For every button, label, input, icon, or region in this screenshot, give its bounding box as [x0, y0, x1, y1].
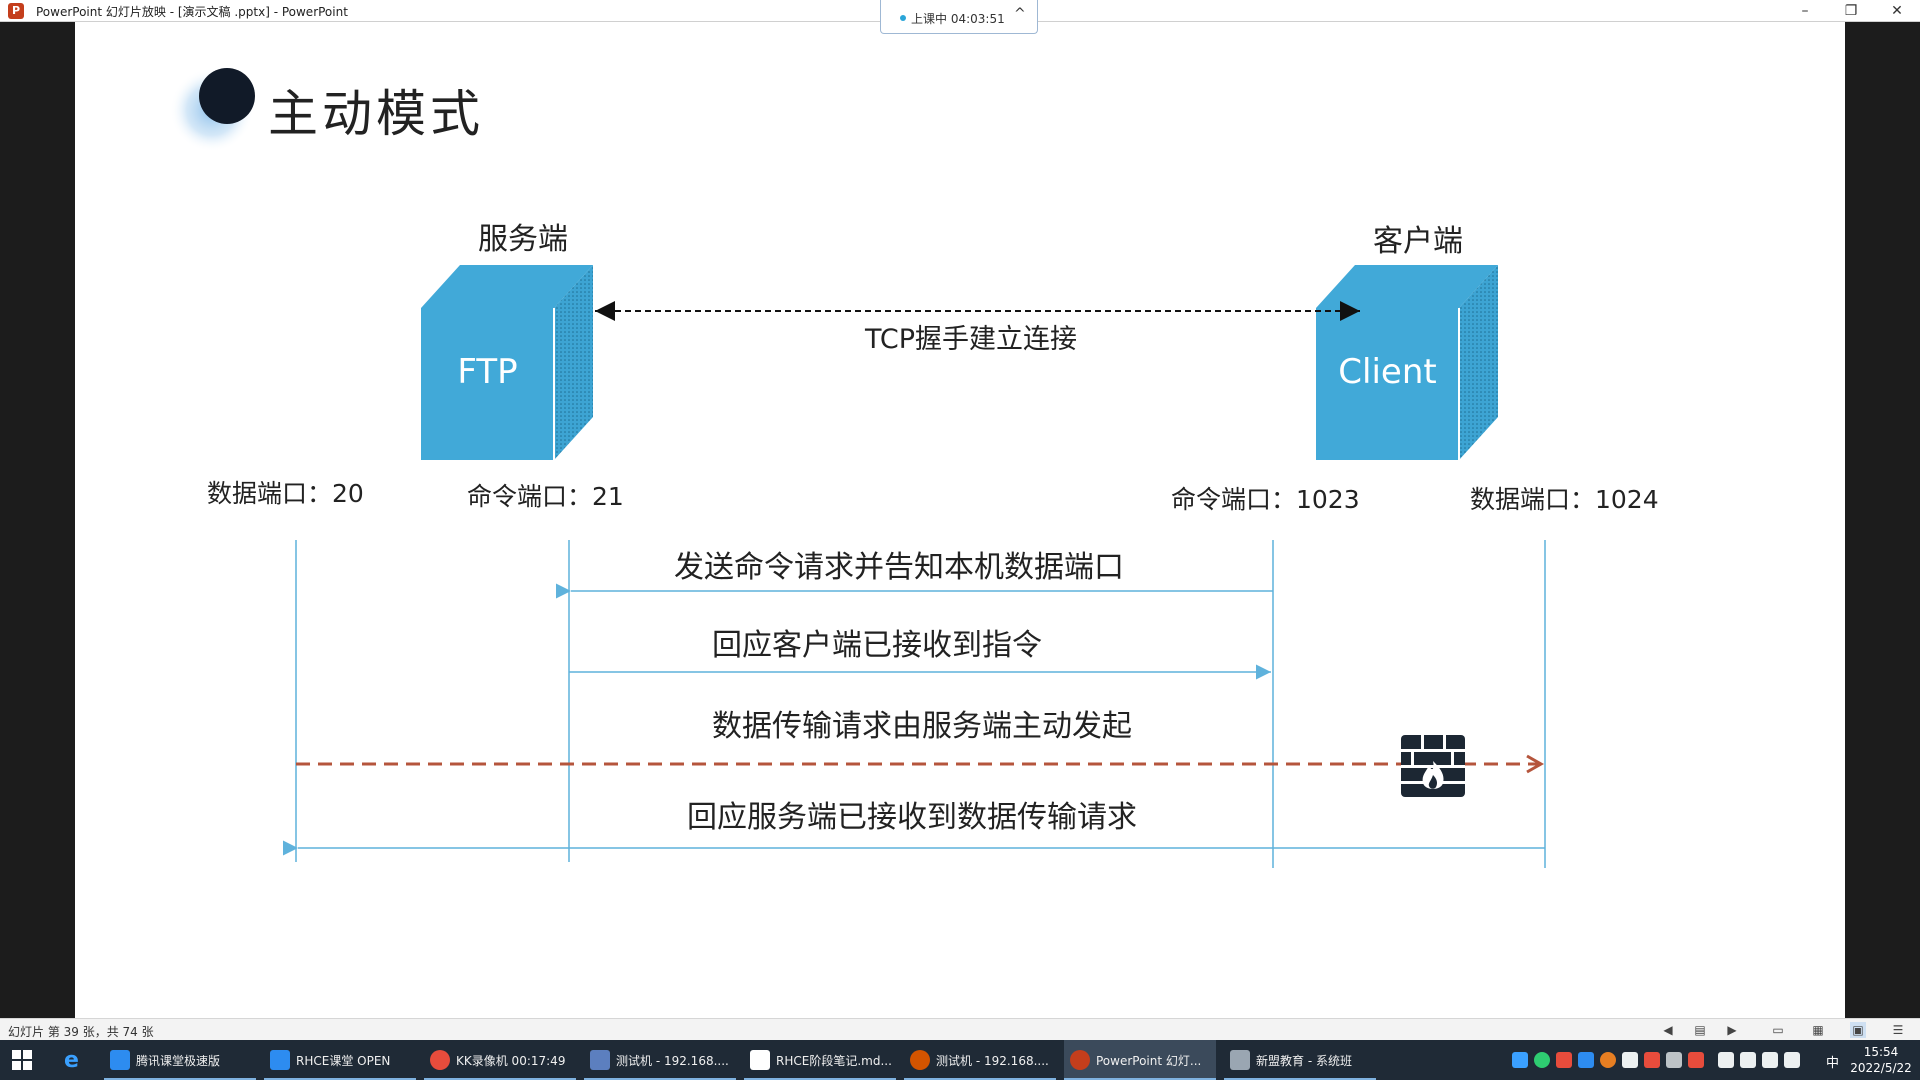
slide-menu-icon[interactable]: ▤: [1694, 1023, 1706, 1037]
server-data-port: 数据端口：20: [207, 479, 364, 508]
running-indicator: [1224, 1078, 1376, 1080]
slide-title: 主动模式: [268, 85, 484, 143]
live-status-pill[interactable]: 上课中 04:03:51 ^: [880, 0, 1038, 34]
taskbar-item-xinmeng[interactable]: 新盟教育 - 系统班: [1224, 1040, 1376, 1080]
normal-view-icon[interactable]: ▭: [1772, 1023, 1784, 1037]
message-cmd-ack: 回应客户端已接收到指令: [712, 628, 1042, 663]
running-indicator: [104, 1078, 256, 1080]
ftp-box-label: FTP: [457, 352, 518, 392]
restore-button[interactable]: ❐: [1844, 3, 1858, 19]
taskbar-item-typora[interactable]: RHCE阶段笔记.md...: [744, 1040, 896, 1080]
ftp-server-cube: [421, 265, 593, 460]
minimize-button[interactable]: –: [1801, 3, 1809, 19]
taskbar-item-powerpoint[interactable]: PowerPoint 幻灯...: [1064, 1040, 1216, 1080]
start-button[interactable]: [0, 1040, 44, 1080]
taskbar-item-tencent[interactable]: 腾讯课堂极速版: [104, 1040, 256, 1080]
windows-icon: [12, 1050, 32, 1070]
chevron-up-icon[interactable]: ^: [1014, 6, 1026, 22]
firewall-icon: [1401, 735, 1465, 797]
battery-tray-icon[interactable]: [1718, 1052, 1734, 1068]
message-data-request: 数据传输请求由服务端主动发起: [712, 709, 1132, 744]
kk-recorder-icon: [430, 1050, 450, 1070]
vmware-icon: [590, 1050, 610, 1070]
document-icon: [1230, 1050, 1250, 1070]
handshake-label: TCP握手建立连接: [865, 324, 1078, 355]
flag-tray-icon[interactable]: [1688, 1052, 1704, 1068]
taskbar-item-label: 新盟教育 - 系统班: [1256, 1054, 1352, 1068]
network-tray-icon[interactable]: [1666, 1052, 1682, 1068]
client-label: 客户端: [1373, 224, 1463, 259]
clock-date: 2022/5/22: [1850, 1061, 1912, 1075]
message-data-ack: 回应服务端已接收到数据传输请求: [687, 800, 1137, 835]
running-indicator: [904, 1078, 1056, 1080]
live-status-text: 上课中 04:03:51: [911, 12, 1005, 26]
status-bar: 幻灯片 第 39 张，共 74 张 ◀ ▤ ▶ ▭ ▦ ▣ ☰: [0, 1018, 1920, 1040]
next-slide-icon[interactable]: ▶: [1727, 1023, 1737, 1037]
message-cmd-request: 发送命令请求并告知本机数据端口: [674, 550, 1124, 585]
volume-icon[interactable]: [1784, 1052, 1800, 1068]
clock-time: 15:54: [1863, 1045, 1899, 1059]
security-tray-icon[interactable]: [1644, 1052, 1660, 1068]
recorder-tray-icon[interactable]: [1600, 1052, 1616, 1068]
client-box-label: Client: [1338, 352, 1437, 392]
taskbar: e 腾讯课堂极速版 RHCE课堂 OPEN KK录像机 00:17:49 测试机…: [0, 1040, 1920, 1080]
slideshow-view-icon[interactable]: ▣: [1850, 1022, 1866, 1038]
client-cmd-port: 命令端口：1023: [1171, 485, 1360, 514]
data-arrow-head: [1526, 754, 1545, 774]
taskbar-item-label: KK录像机 00:17:49: [456, 1054, 566, 1068]
slide-canvas: 主动模式 服务端 客户端 FTP Client TCP握手建立连接 数据端口：2…: [75, 22, 1845, 1018]
server-label: 服务端: [478, 222, 568, 257]
live-dot-icon: [900, 15, 906, 21]
system-clock[interactable]: 15:54 2022/5/22: [1846, 1044, 1916, 1076]
taskbar-item-rhce-classroom[interactable]: RHCE课堂 OPEN: [264, 1040, 416, 1080]
chat-tray-icon[interactable]: [1512, 1052, 1528, 1068]
taskbar-item-label: RHCE阶段笔记.md...: [776, 1054, 892, 1068]
slide-sorter-icon[interactable]: ▦: [1812, 1023, 1824, 1037]
powerpoint-icon: [1070, 1050, 1090, 1070]
wechat-tray-icon[interactable]: [1534, 1052, 1550, 1068]
taskbar-item-vm-2[interactable]: 测试机 - 192.168....: [904, 1040, 1056, 1080]
running-indicator: [744, 1078, 896, 1080]
taskbar-item-label: RHCE课堂 OPEN: [296, 1054, 391, 1068]
taskbar-item-kk-recorder[interactable]: KK录像机 00:17:49: [424, 1040, 576, 1080]
title-bullet-icon: [170, 68, 255, 152]
slide-counter: 幻灯片 第 39 张，共 74 张: [8, 1025, 154, 1039]
taskbar-item-label: 测试机 - 192.168....: [616, 1054, 729, 1068]
taskbar-item-label: 腾讯课堂极速版: [136, 1054, 221, 1068]
window-title: PowerPoint 幻灯片放映 - [演示文稿 .pptx] - PowerP…: [36, 5, 348, 19]
running-indicator: [424, 1078, 576, 1080]
server-cmd-port: 命令端口：21: [467, 482, 624, 511]
client-cube: [1316, 265, 1498, 460]
app-tray-icon[interactable]: [1556, 1052, 1572, 1068]
slide-diagram: [170, 68, 1546, 868]
taskbar-item-vm-1[interactable]: 测试机 - 192.168....: [584, 1040, 736, 1080]
taskbar-item-label: PowerPoint 幻灯...: [1096, 1054, 1202, 1068]
edge-icon: e: [64, 1048, 79, 1073]
running-indicator: [584, 1078, 736, 1080]
typora-icon: [750, 1050, 770, 1070]
running-indicator: [1064, 1078, 1216, 1080]
powerpoint-icon: P: [8, 3, 24, 19]
running-indicator: [264, 1078, 416, 1080]
edge-button[interactable]: e: [58, 1040, 94, 1080]
tencent-classroom-icon: [110, 1050, 130, 1070]
taskbar-item-label: 测试机 - 192.168....: [936, 1054, 1049, 1068]
previous-slide-icon[interactable]: ◀: [1663, 1023, 1673, 1037]
microphone-tray-icon[interactable]: [1740, 1052, 1756, 1068]
client-data-port: 数据端口：1024: [1470, 485, 1659, 514]
ime-indicator[interactable]: 中: [1826, 1056, 1840, 1071]
terminal-icon: [910, 1050, 930, 1070]
display-tray-icon[interactable]: [1762, 1052, 1778, 1068]
usb-tray-icon[interactable]: [1622, 1052, 1638, 1068]
reading-view-icon[interactable]: ☰: [1892, 1023, 1904, 1037]
close-button[interactable]: ✕: [1891, 3, 1903, 19]
tencent-classroom-icon: [270, 1050, 290, 1070]
k-tray-icon[interactable]: [1578, 1052, 1594, 1068]
